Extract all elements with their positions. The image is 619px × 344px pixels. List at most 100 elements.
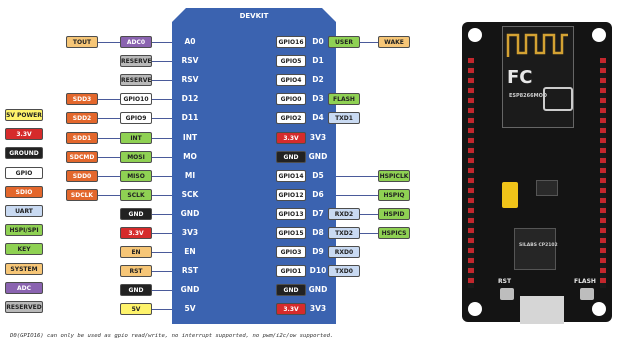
- board-photo: FC ESP8266MOD SILABS CP2102 RST FLASH: [462, 22, 612, 324]
- right-pin-tag: GND: [276, 284, 306, 297]
- connector-line: [150, 80, 172, 82]
- board-pin-right: GND: [308, 151, 328, 161]
- right-pin-tag: GND: [276, 150, 306, 163]
- board-pin-left: GND: [180, 285, 200, 295]
- left-pin-tag: GND: [120, 284, 152, 297]
- board-pin-right: GND: [308, 285, 328, 295]
- board-pin-left: MI: [184, 170, 196, 180]
- right-pin-tag: GPIO1: [276, 265, 306, 278]
- board-pin-left: EN: [184, 247, 196, 257]
- left-pin-tag: 5V: [120, 303, 152, 316]
- board-pin-right: D2: [312, 75, 324, 85]
- left-pin-tag: MOSI: [120, 150, 152, 163]
- left-pin-tag: ADC0: [120, 36, 152, 48]
- board-pin-right: D10: [309, 266, 327, 276]
- right-pin-tag: GPIO3: [276, 246, 306, 259]
- board-pin-left: RSV: [181, 75, 199, 85]
- board-pin-right: D1: [312, 56, 324, 66]
- right-header: [600, 58, 606, 288]
- left-pin-tag: SCLK: [120, 188, 152, 201]
- legend-item: SDIO: [5, 185, 43, 198]
- right-pin-tag: GPIO16: [276, 36, 306, 48]
- right-pin-tag: RXD0: [328, 246, 360, 259]
- left-pin-tag: RESERVED: [120, 74, 152, 87]
- right-pin-tag: TXD2: [328, 227, 360, 239]
- right-pin-tag: FLASH: [328, 93, 360, 106]
- right-pin-tag: USER: [328, 36, 360, 48]
- right-pin-tag: GPIO5: [276, 55, 306, 68]
- mount-hole: [468, 28, 482, 42]
- flash-button[interactable]: [580, 288, 594, 300]
- devkit-board: [172, 8, 336, 324]
- legend-item: HSPI/SPI: [5, 224, 43, 237]
- board-title: DEVKIT: [239, 12, 269, 20]
- left-pin-tag: INT: [120, 131, 152, 144]
- connector-line: [150, 213, 172, 215]
- board-pin-left: D12: [181, 94, 199, 104]
- legend-item: 5V POWER: [5, 109, 43, 121]
- board-pin-left: INT: [182, 132, 198, 142]
- legend-item: UART: [5, 205, 43, 217]
- connector-line: [150, 271, 172, 273]
- left-pin-tag: MISO: [120, 169, 152, 182]
- left-pin-tag: SDD2: [66, 112, 98, 125]
- legend-item: KEY: [5, 243, 43, 256]
- legend-item: GPIO: [5, 166, 43, 179]
- left-pin-tag: RST: [120, 265, 152, 278]
- left-pin-tag: GND: [120, 207, 152, 220]
- connector-line: [150, 61, 172, 63]
- left-pin-tag: SDCLK: [66, 188, 98, 201]
- capacitor: [502, 182, 518, 208]
- right-pin-tag: GPIO14: [276, 169, 306, 182]
- connector-line: [336, 175, 410, 177]
- right-pin-tag: TXD1: [328, 112, 360, 125]
- right-pin-tag: RXD2: [328, 207, 360, 220]
- connector-line: [150, 290, 172, 292]
- board-pin-right: D7: [312, 208, 324, 218]
- left-pin-tag: TOUT: [66, 36, 98, 48]
- antenna-icon: [506, 33, 568, 57]
- left-pin-tag: 3.3V: [120, 227, 152, 239]
- board-pin-left: RST: [181, 266, 199, 276]
- right-pin-tag: GPIO0: [276, 93, 306, 106]
- board-pin-right: D8: [312, 228, 324, 237]
- left-pin-tag: EN: [120, 246, 152, 259]
- right-pin-tag: HSPID: [378, 207, 410, 220]
- module-label: ESP8266MOD: [509, 93, 547, 99]
- board-pin-right: D9: [312, 247, 324, 257]
- right-pin-tag: WAKE: [378, 36, 410, 48]
- connector-line: [150, 252, 172, 254]
- board-pin-left: A0: [184, 37, 196, 46]
- left-pin-tag: SDD3: [66, 93, 98, 106]
- board-pin-right: 3V3: [309, 132, 327, 142]
- board-pin-right: D4: [312, 113, 324, 123]
- esp-module: FC ESP8266MOD: [502, 26, 574, 128]
- board-pin-left: D11: [181, 113, 199, 123]
- mount-hole: [592, 302, 606, 316]
- left-pin-tag: SDD1: [66, 131, 98, 144]
- rst-button[interactable]: [500, 288, 514, 300]
- right-pin-tag: HSPICS: [378, 227, 410, 239]
- right-pin-tag: GPIO12: [276, 188, 306, 201]
- right-pin-tag: GPIO13: [276, 207, 306, 220]
- mount-hole: [592, 28, 606, 42]
- wifi-logo: [543, 87, 573, 111]
- board-pin-left: MO: [183, 151, 197, 161]
- left-header: [468, 58, 474, 288]
- right-pin-tag: 3.3V: [276, 131, 306, 144]
- board-pin-right: D5: [312, 170, 324, 180]
- connector-line: [336, 233, 410, 234]
- board-pin-left: 3V3: [181, 228, 199, 237]
- board-pin-left: RSV: [181, 56, 199, 66]
- regulator: [536, 180, 558, 196]
- footnote: D0(GPIO16) can only be used as gpio read…: [10, 333, 334, 339]
- left-pin-tag: GPIO10: [120, 93, 152, 106]
- connector-line: [150, 309, 172, 311]
- connector-line: [336, 42, 410, 43]
- right-pin-tag: TXD0: [328, 265, 360, 278]
- left-pin-tag: SDD0: [66, 169, 98, 182]
- connector-line: [150, 233, 172, 234]
- flash-label: FLASH: [574, 278, 596, 285]
- board-pin-left: 5V: [184, 304, 196, 314]
- right-pin-tag: GPIO2: [276, 112, 306, 125]
